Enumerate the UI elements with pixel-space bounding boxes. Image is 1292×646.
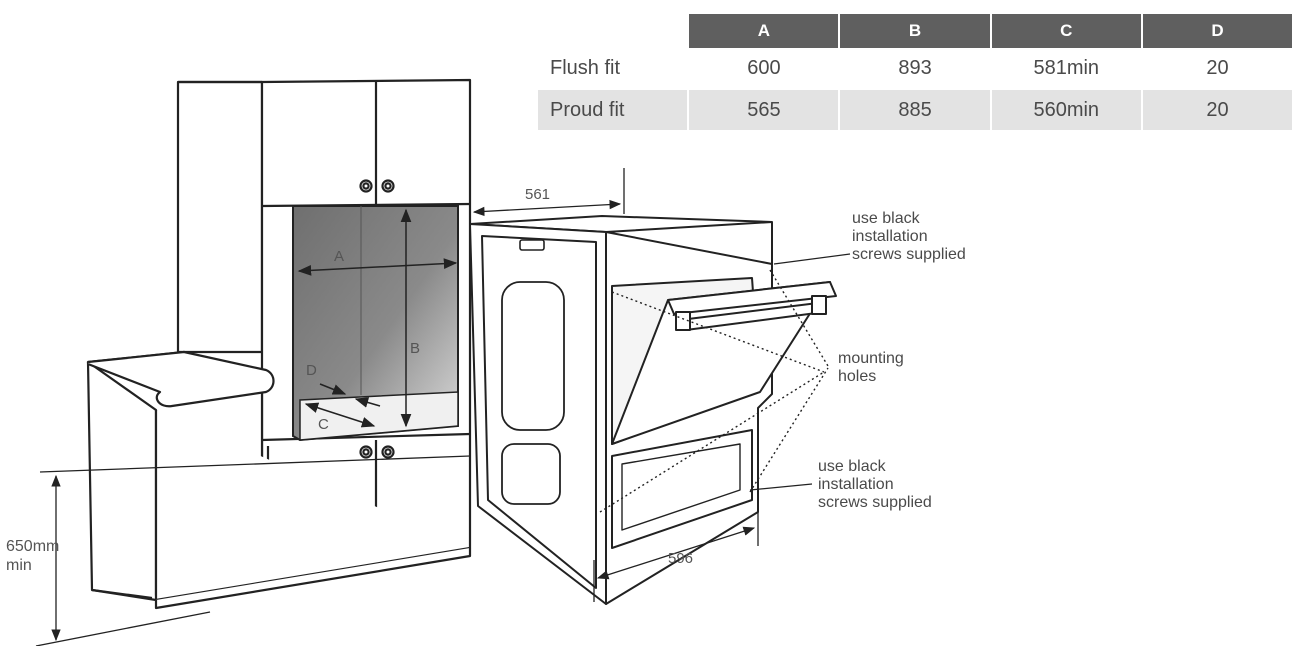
mounting-guides: [599, 269, 829, 513]
height-label-line2: min: [6, 557, 32, 574]
depth-dimension: [469, 168, 625, 222]
note-mounting-holes: mounting holes: [838, 350, 904, 386]
height-label-line1: 650mm: [6, 538, 60, 555]
note-line: installation: [818, 476, 894, 493]
table-header-b: B: [838, 14, 991, 48]
cell-b: 885: [838, 89, 991, 130]
cell-c: 560min: [989, 89, 1142, 130]
note-line: screws supplied: [852, 246, 966, 263]
table-row: Proud fit 565 885 560min 20: [538, 89, 1292, 130]
table-header-d: D: [1140, 14, 1292, 48]
cavity-label-a: A: [334, 248, 345, 265]
note-screws-bottom: use black installation screws supplied: [818, 458, 932, 512]
cell-d: 20: [1140, 48, 1292, 90]
note-line: holes: [838, 368, 877, 385]
note-leaders: [749, 253, 851, 491]
table-row: Flush fit 600 893 581min 20: [538, 48, 1292, 90]
cavity-label-c: C: [318, 416, 329, 433]
cell-a: 565: [687, 89, 840, 130]
note-line: use black: [818, 458, 886, 475]
note-line: installation: [852, 228, 928, 245]
note-line: mounting: [838, 350, 904, 367]
table-header-c: C: [989, 14, 1142, 48]
note-line: use black: [852, 210, 920, 227]
width-dimension: [593, 498, 759, 602]
depth-label: 561: [525, 186, 551, 203]
height-dimension: [35, 455, 471, 646]
table-header-row: A B C D: [538, 14, 1292, 48]
note-line: screws supplied: [818, 494, 932, 511]
row-label: Proud fit: [538, 89, 689, 130]
cavity-label-b: B: [410, 340, 421, 357]
table-header-blank: [538, 14, 688, 48]
note-screws-top: use black installation screws supplied: [852, 210, 966, 264]
dimension-table: A B C D Flush fit 600 893 581min 20 Prou…: [538, 14, 1292, 130]
cavity-label-d: D: [306, 362, 317, 379]
oven-cavity: [292, 205, 459, 442]
cell-c: 581min: [989, 48, 1142, 90]
table-header-a: A: [687, 14, 840, 48]
cell-b: 893: [838, 48, 991, 90]
cell-a: 600: [687, 48, 840, 90]
built-in-oven: [469, 215, 837, 605]
width-label: 596: [668, 550, 694, 567]
cell-d: 20: [1140, 89, 1292, 130]
row-label: Flush fit: [538, 48, 689, 90]
